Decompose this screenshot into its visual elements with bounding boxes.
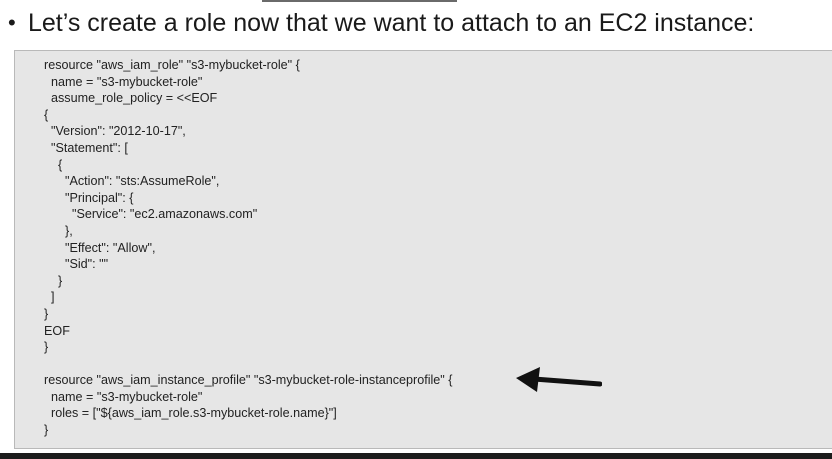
- code-block: resource "aws_iam_role" "s3-mybucket-rol…: [14, 50, 832, 449]
- code-line: },: [44, 223, 73, 238]
- code-line: roles = ["${aws_iam_role.s3-mybucket-rol…: [44, 406, 337, 421]
- code-line: resource "aws_iam_instance_profile" "s3-…: [44, 373, 453, 388]
- code-line: "Service": "ec2.amazonaws.com": [44, 207, 258, 222]
- slide-heading: • Let’s create a role now that we want t…: [8, 6, 754, 40]
- code-line: name = "s3-mybucket-role": [44, 389, 203, 404]
- code-line: "Effect": "Allow",: [44, 240, 156, 255]
- code-line: "Version": "2012-10-17",: [44, 124, 186, 139]
- code-line: ]: [44, 290, 55, 305]
- code-line: }: [44, 273, 63, 288]
- code-line: {: [44, 157, 63, 172]
- code-line: resource "aws_iam_role" "s3-mybucket-rol…: [44, 58, 300, 72]
- bottom-bar: [0, 453, 832, 459]
- code-line: EOF: [44, 323, 70, 338]
- bullet-point: •: [8, 10, 16, 35]
- code-line: }: [44, 306, 49, 321]
- code-line: assume_role_policy = <<EOF: [44, 91, 218, 106]
- code-line: "Statement": [: [44, 140, 128, 155]
- code-line: [44, 356, 452, 373]
- code-line: "Sid": "": [44, 257, 109, 272]
- code-line: }: [44, 423, 49, 438]
- code-lines: resource "aws_iam_role" "s3-mybucket-rol…: [44, 57, 452, 439]
- code-line: name = "s3-mybucket-role": [44, 74, 203, 89]
- code-line: "Principal": {: [44, 190, 134, 205]
- code-line: {: [44, 107, 49, 122]
- arrow-left-icon: [516, 367, 602, 392]
- heading-text: Let’s create a role now that we want to …: [28, 8, 755, 37]
- previous-slide-remnant: [262, 0, 457, 2]
- code-line: "Action": "sts:AssumeRole",: [44, 174, 220, 189]
- top-strip: [0, 0, 832, 3]
- code-line: }: [44, 340, 49, 355]
